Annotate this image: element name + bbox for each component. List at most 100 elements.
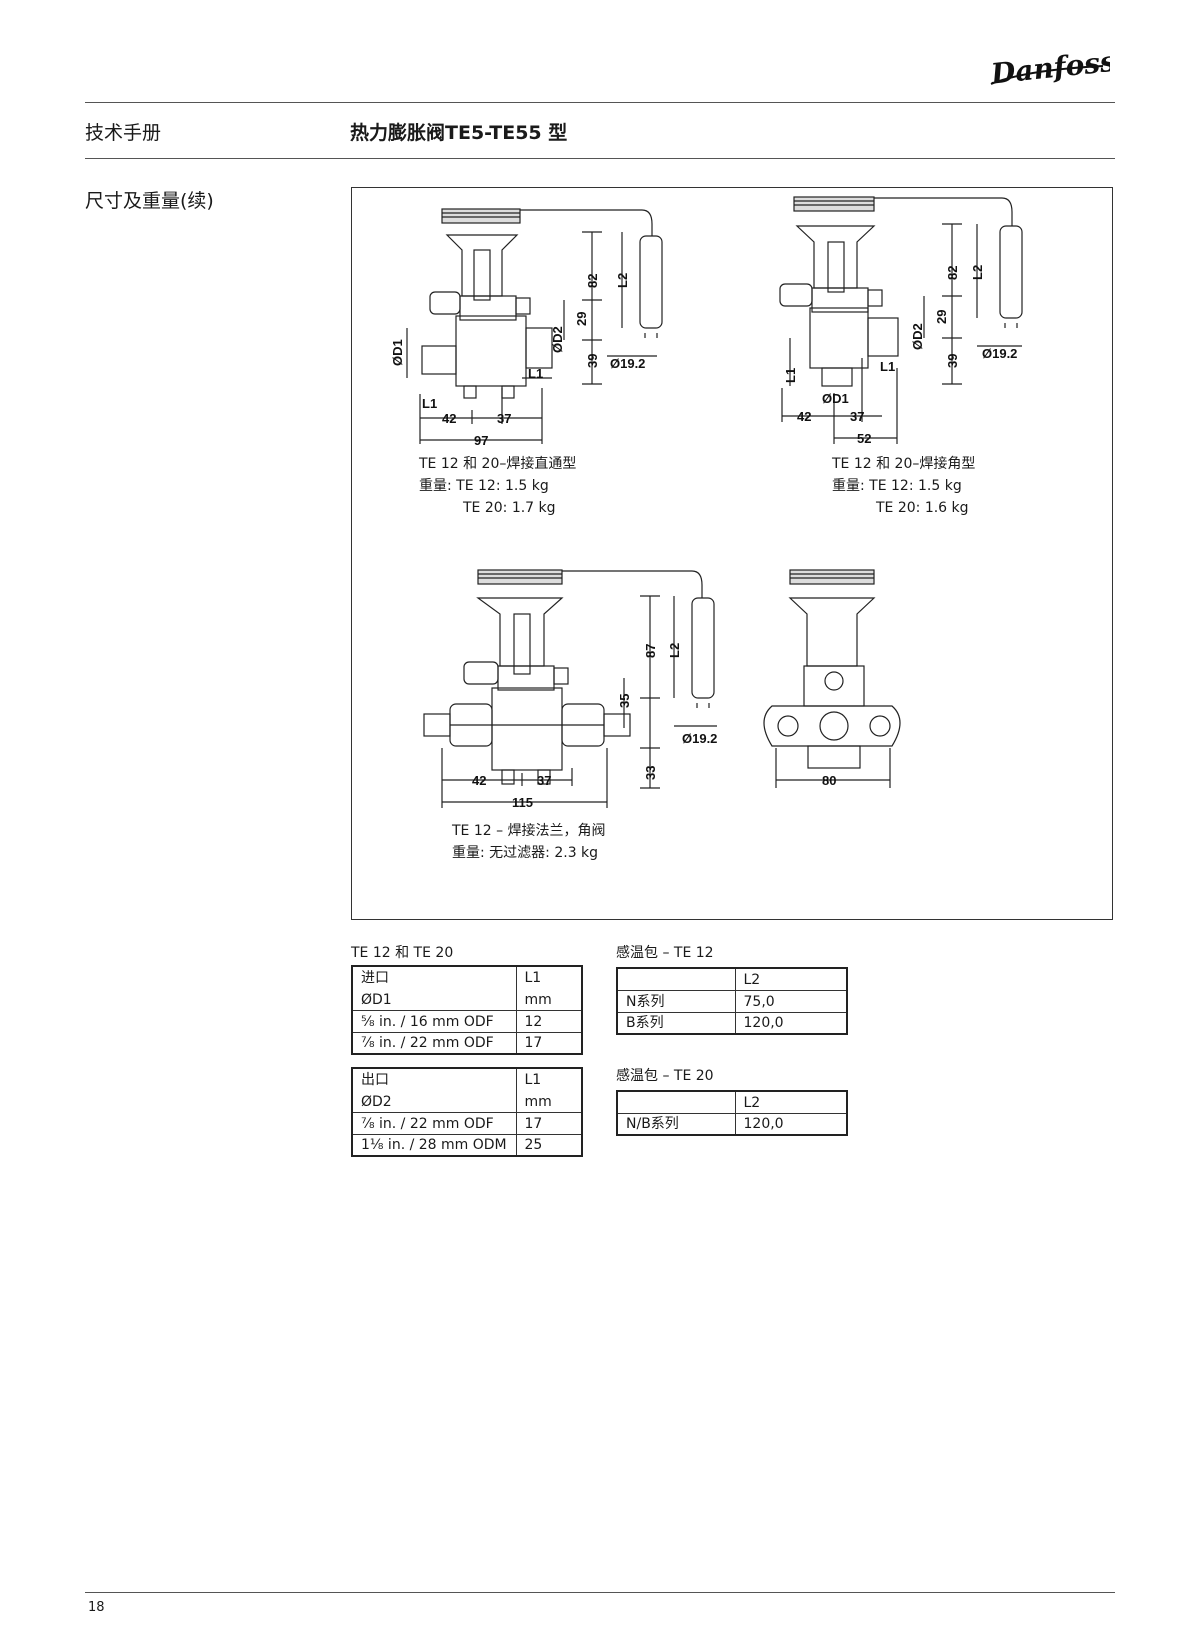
table-subheader: mm (515, 988, 583, 1011)
dims-straightway: 82 L2 29 39 ØD2 ØD1 L1 L1 42 37 97 Ø19.2 (390, 273, 645, 448)
dim-87: 87 (643, 644, 658, 658)
weight-te12: TE 12: 1.5 kg (456, 478, 549, 494)
dim-od2: ØD2 (550, 326, 565, 353)
dim-29: 29 (934, 310, 949, 324)
table-cell: 75,0 (734, 989, 848, 1013)
dim-29: 29 (574, 312, 589, 326)
dim-97: 97 (474, 433, 488, 448)
dim-l1-left: L1 (783, 368, 798, 383)
table-header: L2 (734, 1090, 848, 1114)
caption-title: TE 12 – 焊接法兰，角阀 (452, 823, 606, 839)
table-header: L2 (734, 967, 848, 991)
dim-l2: L2 (970, 265, 985, 280)
weight-label: 重量: (419, 478, 452, 494)
bulb-te12-title: 感温包 – TE 12 (616, 945, 714, 961)
weight-label: 重量: (832, 478, 865, 494)
danfoss-logo: Danfoss (988, 45, 1110, 91)
table-cell: ⅞ in. / 22 mm ODF (351, 1111, 517, 1135)
table-header (616, 967, 736, 991)
dim-od1: ØD1 (822, 391, 849, 406)
dims-angleway: 82 L2 29 39 ØD2 ØD1 L1 L1 42 37 52 Ø19.2 (783, 265, 1017, 446)
caption-straightway: TE 12 和 20–焊接直通型 重量: TE 12: 1.5 kg TE 20… (419, 453, 576, 519)
table-cell: ⅞ in. / 22 mm ODF (351, 1031, 517, 1055)
dim-52: 52 (857, 431, 871, 446)
table-cell: 17 (515, 1031, 583, 1055)
dim-l2: L2 (667, 643, 682, 658)
table-cell: 1⅛ in. / 28 mm ODM (351, 1133, 517, 1157)
dim-42: 42 (442, 411, 456, 426)
weight-te20: TE 20: 1.6 kg (876, 500, 969, 516)
dim-33: 33 (643, 766, 658, 780)
footer-rule (85, 1592, 1115, 1593)
dim-39: 39 (945, 354, 960, 368)
dim-37: 37 (497, 411, 511, 426)
dim-l2: L2 (615, 273, 630, 288)
caption-title: TE 12 和 20–焊接直通型 (419, 456, 577, 472)
table-cell: B系列 (616, 1011, 736, 1035)
page-number: 18 (88, 1600, 105, 1615)
table-cell: 12 (515, 1009, 583, 1033)
dim-39: 39 (585, 354, 600, 368)
dim-80: 80 (822, 773, 836, 788)
dim-od1: ØD1 (390, 339, 405, 366)
dim-82: 82 (945, 266, 960, 280)
svg-text:Danfoss: Danfoss (988, 45, 1110, 91)
top-rule (85, 102, 1115, 103)
table-cell: 17 (515, 1111, 583, 1135)
dim-42: 42 (797, 409, 811, 424)
weight-te20: TE 20: 1.7 kg (463, 500, 556, 516)
dim-od2: ØD2 (910, 323, 925, 350)
table-header: 进口 (351, 965, 517, 988)
dim-l1-left: L1 (422, 396, 437, 411)
table-subheader: ØD1 (351, 988, 517, 1011)
table-cell: N系列 (616, 989, 736, 1013)
dim-42: 42 (472, 773, 486, 788)
dim-35: 35 (617, 694, 632, 708)
table-cell: 25 (515, 1133, 583, 1157)
drawing-angleway-valve (779, 196, 1023, 444)
dims-flanged: 87 L2 35 33 42 37 115 Ø19.2 (472, 643, 717, 810)
document-type: 技术手册 (85, 122, 162, 144)
dims-flanged-front: 80 (822, 773, 836, 788)
table-header: 出口 (351, 1067, 517, 1090)
bulb-te20-title: 感温包 – TE 20 (616, 1068, 714, 1084)
table-cell: N/B系列 (616, 1112, 736, 1136)
dim-37: 37 (537, 773, 551, 788)
document-title: 热力膨胀阀TE5-TE55 型 (350, 122, 568, 144)
table-cell: 120,0 (734, 1011, 848, 1035)
dimension-drawings: 82 L2 29 39 ØD2 ØD1 L1 L1 42 37 97 Ø19.2 (351, 187, 1113, 920)
weight-te12: TE 12: 1.5 kg (869, 478, 962, 494)
inlet-table-title: TE 12 和 TE 20 (351, 945, 454, 961)
caption-angleway: TE 12 和 20–焊接角型 重量: TE 12: 1.5 kg TE 20:… (832, 453, 975, 519)
drawing-flanged-front (763, 569, 901, 788)
weight-no-filter: 无过滤器: 2.3 kg (489, 845, 599, 861)
table-subheader: ØD2 (351, 1090, 517, 1113)
dim-82: 82 (585, 274, 600, 288)
table-header: L1 (515, 965, 583, 988)
table-header (616, 1090, 736, 1114)
caption-title: TE 12 和 20–焊接角型 (832, 456, 976, 472)
section-title: 尺寸及重量(续) (85, 190, 214, 212)
weight-label: 重量: (452, 845, 485, 861)
dim-bulb-dia: Ø19.2 (682, 731, 717, 746)
dim-115: 115 (512, 795, 533, 810)
drawing-straightway-valve (406, 208, 663, 444)
table-cell: 120,0 (734, 1112, 848, 1136)
table-cell: ⅝ in. / 16 mm ODF (351, 1009, 517, 1033)
dim-l1-right: L1 (880, 359, 895, 374)
dim-bulb-dia: Ø19.2 (610, 356, 645, 371)
table-header: L1 (515, 1067, 583, 1090)
dim-l1-right: L1 (528, 366, 543, 381)
table-subheader: mm (515, 1090, 583, 1113)
drawing-flanged-valve (423, 569, 717, 808)
